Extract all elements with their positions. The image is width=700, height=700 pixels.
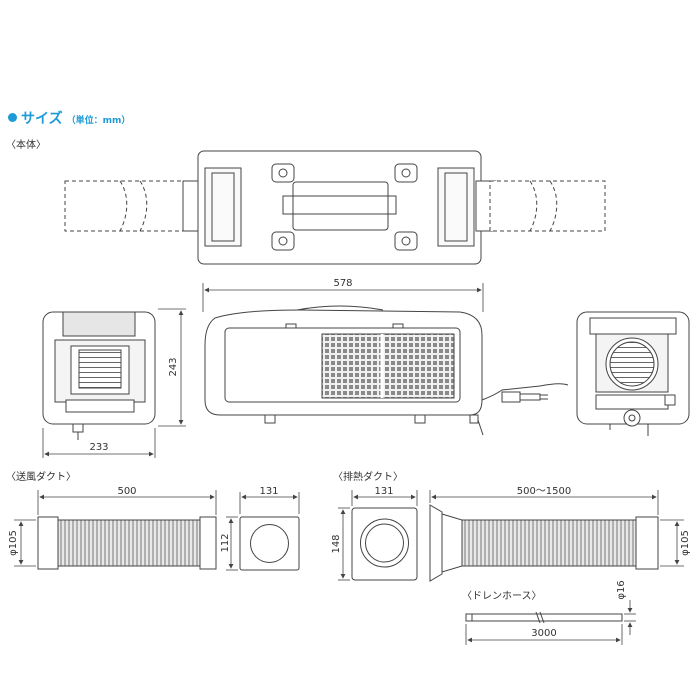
dim-body-depth bbox=[42, 428, 156, 458]
dim-exhaust-length-text: 500〜1500 bbox=[517, 486, 572, 497]
dim-supply-face-height-text: 112 bbox=[220, 533, 231, 552]
dim-exhaust-length bbox=[429, 490, 659, 515]
dim-exhaust-face-height bbox=[338, 507, 350, 581]
top-right-duct bbox=[489, 180, 606, 232]
unit-note: （単位：mm） bbox=[66, 116, 131, 126]
top-left-duct bbox=[64, 180, 196, 232]
dim-exhaust-face-width-text: 131 bbox=[374, 486, 393, 497]
dim-exhaust-diameter-text: φ105 bbox=[680, 530, 691, 556]
supply-duct-label: 〈送風ダクト〉 bbox=[6, 472, 76, 483]
dim-body-depth-text: 233 bbox=[89, 442, 108, 453]
top-handle bbox=[282, 195, 397, 215]
dim-exhaust-face-height-text: 148 bbox=[331, 534, 342, 553]
exhaust-duct-label: 〈排熱ダクト〉 bbox=[333, 472, 403, 483]
dim-supply-length bbox=[37, 490, 217, 515]
front-vent-grille bbox=[321, 333, 455, 399]
dim-body-width bbox=[202, 283, 484, 312]
dim-drain-diameter-text: φ16 bbox=[616, 580, 627, 599]
left-side-view bbox=[42, 311, 156, 440]
dim-supply-diameter bbox=[14, 519, 36, 567]
dim-supply-face-width-text: 131 bbox=[259, 486, 278, 497]
supply-duct-face bbox=[239, 516, 300, 571]
drain-hose bbox=[465, 611, 623, 624]
main-body-label: 〈本体〉 bbox=[6, 140, 46, 151]
dim-body-width-text: 578 bbox=[333, 278, 352, 289]
bullet-icon bbox=[8, 113, 17, 122]
rear-view bbox=[576, 311, 690, 436]
front-view bbox=[204, 305, 569, 436]
dim-supply-face-height bbox=[226, 516, 238, 571]
section-title-text: サイズ bbox=[21, 111, 63, 127]
dim-drain-length bbox=[465, 624, 623, 645]
section-title: サイズ （単位：mm） bbox=[8, 108, 130, 128]
exhaust-duct-hose bbox=[429, 504, 659, 582]
dim-exhaust-diameter bbox=[660, 519, 684, 567]
supply-duct-hose bbox=[37, 516, 217, 570]
dim-body-height bbox=[158, 308, 186, 427]
dim-supply-diameter-text: φ105 bbox=[8, 530, 19, 556]
dim-supply-face-width bbox=[239, 492, 300, 514]
dim-drain-length-text: 3000 bbox=[531, 628, 556, 639]
dim-body-height-text: 243 bbox=[168, 357, 179, 376]
dim-exhaust-face-width bbox=[351, 490, 418, 506]
exhaust-duct-face bbox=[351, 507, 418, 581]
dim-drain-diameter bbox=[624, 600, 636, 635]
top-brackets bbox=[271, 163, 418, 251]
dim-supply-length-text: 500 bbox=[117, 486, 136, 497]
top-view bbox=[64, 150, 606, 265]
drain-hose-label: 〈ドレンホース〉 bbox=[462, 591, 542, 602]
